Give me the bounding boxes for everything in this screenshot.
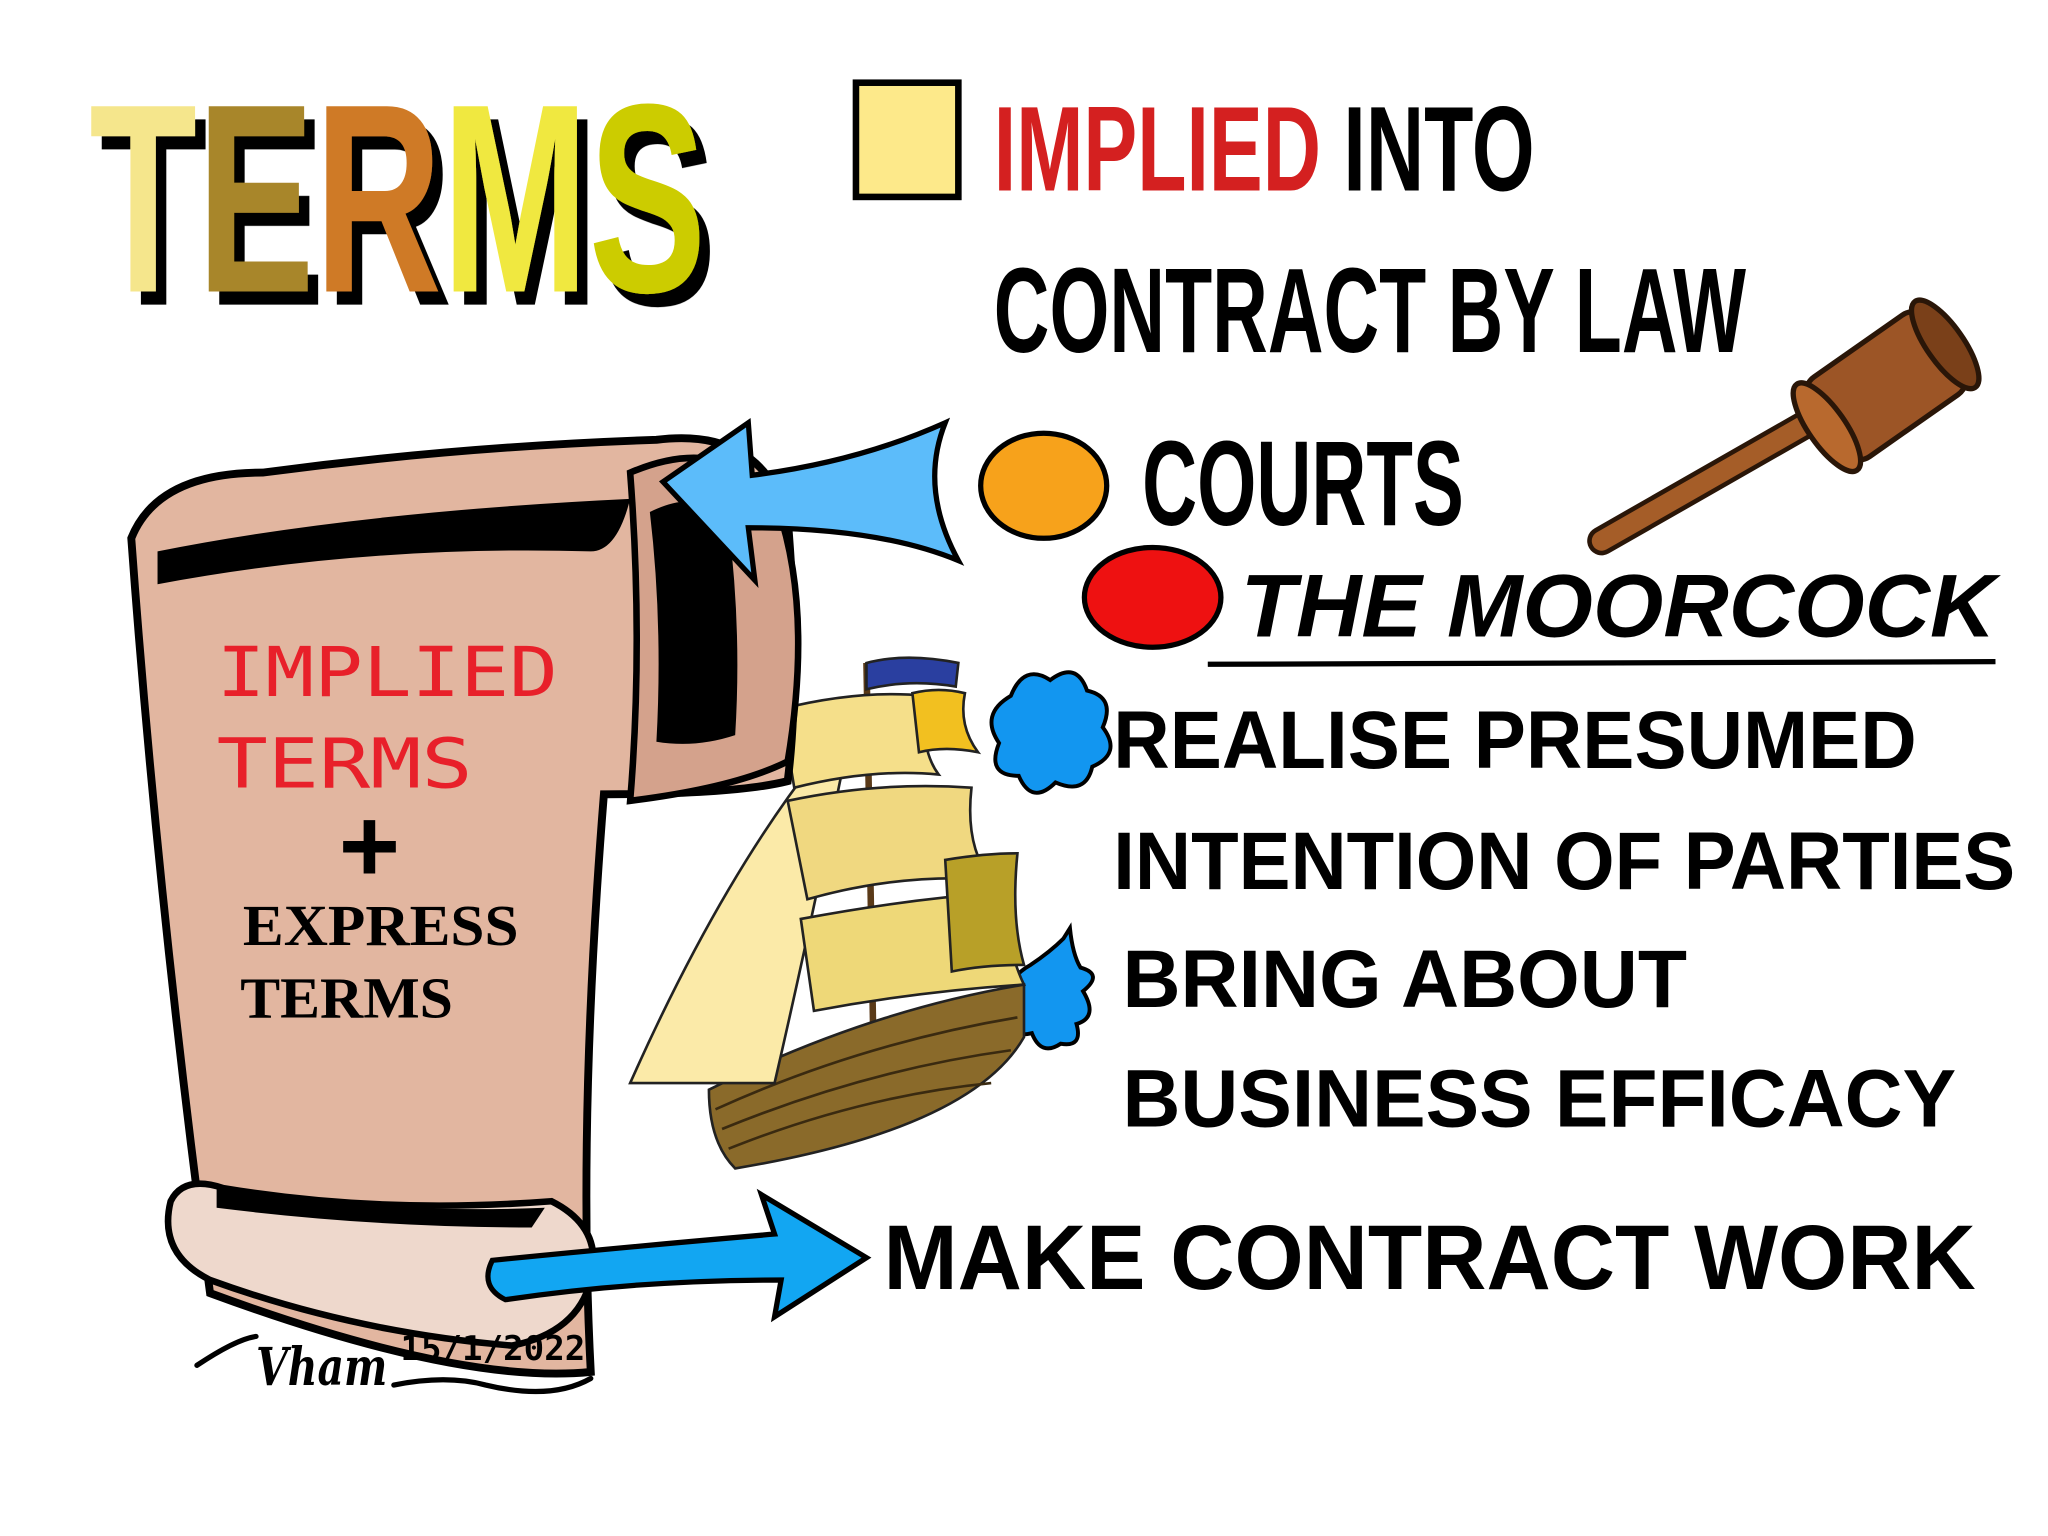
gavel-icon — [1587, 297, 1982, 556]
scroll-terms2: TERMS — [240, 967, 453, 1030]
heading-line2: CONTRACT BY LAW — [994, 243, 1746, 378]
title-letter: E — [197, 48, 315, 349]
scroll-implied: IMPLIED — [217, 634, 558, 713]
scroll-icon — [127, 434, 802, 1378]
point-2-line2: BUSINESS EFFICACY — [1122, 1053, 1956, 1144]
svg-text:TERMS: TERMS — [89, 48, 706, 349]
heading-implied: IMPLIED — [994, 81, 1321, 216]
arrow-left-icon — [658, 417, 965, 588]
signature-name: Vham — [256, 1337, 387, 1398]
signature-date: 15/1/2022 — [400, 1329, 585, 1369]
signature: Vham 15/1/2022 — [194, 1329, 594, 1398]
courts-label: COURTS — [1142, 416, 1464, 551]
red-circle-bullet — [1081, 544, 1224, 650]
title-letter: M — [442, 48, 589, 349]
scroll-plus: + — [339, 788, 400, 905]
splat-icon — [989, 670, 1113, 1051]
title-letter: R — [315, 48, 442, 349]
heading-line1: IMPLIED INTO — [994, 81, 1535, 216]
orange-circle-bullet — [978, 430, 1110, 541]
scroll-express: EXPRESS — [243, 895, 519, 958]
case-name: THE MOORCOCK — [1241, 556, 2001, 656]
scroll-terms: TERMS — [217, 726, 473, 805]
yellow-square-bullet — [852, 79, 962, 201]
heading-into: INTO — [1321, 81, 1535, 216]
title-terms: TERMS — [89, 48, 706, 349]
ship-icon — [628, 656, 1027, 1170]
case-underline — [1207, 659, 1996, 667]
point-1-line1: REALISE PRESUMED — [1113, 695, 1916, 786]
point-2-line1: BRING ABOUT — [1122, 934, 1687, 1025]
arrow-right-icon — [485, 1188, 872, 1323]
title-letter: S — [589, 48, 707, 349]
point-1-line2: INTENTION OF PARTIES — [1113, 816, 2015, 907]
result-label: MAKE CONTRACT WORK — [884, 1207, 1976, 1309]
title-letter: T — [89, 48, 197, 349]
